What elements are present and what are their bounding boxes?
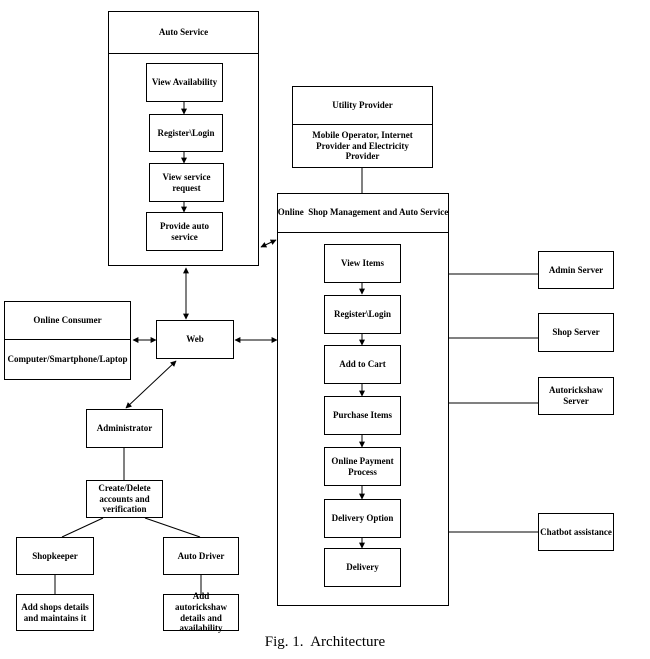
step-purchase-items: Purchase Items (324, 396, 401, 435)
step-register-login-auto: Register\Login (149, 114, 223, 152)
auto-service-title: Auto Service (158, 26, 209, 37)
online-consumer-body: Computer/Smartphone/Laptop (7, 354, 128, 365)
online-consumer-container (4, 301, 131, 380)
line-create-driver (144, 517, 201, 538)
step-view-items: View Items (324, 244, 401, 283)
utility-provider-title: Utility Provider (332, 99, 393, 110)
online-consumer-title: Online Consumer (33, 314, 102, 325)
autorickshaw-server: Autorickshaw Server (538, 377, 614, 415)
admin-server: Admin Server (538, 251, 614, 289)
shopkeeper-node: Shopkeeper (16, 537, 94, 575)
step-delivery: Delivery (324, 548, 401, 587)
step-register-login-shop: Register\Login (324, 295, 401, 334)
auto-driver-node: Auto Driver (163, 537, 239, 575)
step-online-payment: Online Payment Process (324, 447, 401, 486)
shop-server: Shop Server (538, 313, 614, 352)
line-create-shopkeeper (61, 517, 104, 538)
web-node: Web (156, 320, 234, 359)
figure-caption: Fig. 1. Architecture (264, 634, 386, 650)
create-delete-node: Create/Delete accounts and verification (86, 480, 163, 518)
online-consumer-divider (4, 339, 131, 340)
utility-provider-divider (292, 124, 433, 125)
shop-management-divider (277, 232, 449, 233)
chatbot-assistance: Chatbot assistance (538, 513, 614, 551)
utility-provider-body: Mobile Operator, Internet Provider and E… (312, 129, 413, 162)
auto-service-container (108, 11, 259, 266)
step-provide-auto-service: Provide auto service (146, 212, 223, 251)
arrow-autoservice-shop (260, 239, 277, 248)
step-add-to-cart: Add to Cart (324, 345, 401, 384)
auto-driver-task: Add autorickshaw details and availabilit… (163, 591, 239, 633)
administrator-node: Administrator (86, 409, 163, 448)
shop-management-container (277, 193, 449, 606)
shopkeeper-task: Add shops details and maintains it (16, 594, 94, 631)
utility-provider-container (292, 86, 433, 168)
shop-management-title: Online Shop Management and Auto Service (277, 207, 449, 218)
auto-service-divider (108, 53, 259, 54)
step-view-availability: View Availability (146, 63, 223, 102)
arrow-web-admin (125, 360, 177, 409)
step-delivery-option: Delivery Option (324, 499, 401, 538)
step-view-service-request: View service request (149, 163, 224, 202)
